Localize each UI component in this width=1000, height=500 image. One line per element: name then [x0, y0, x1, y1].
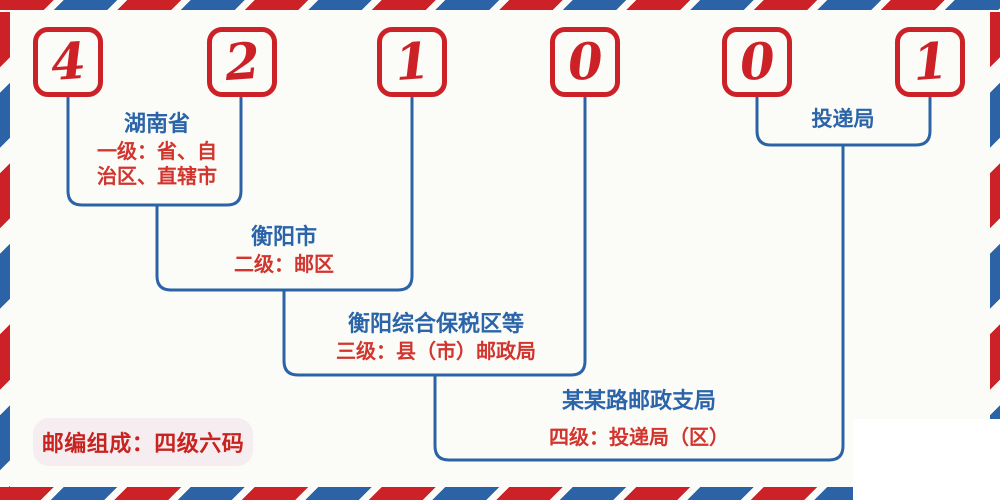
- airmail-border-left: [0, 12, 10, 488]
- level-3-name: 衡阳综合保税区等: [347, 311, 524, 336]
- level-3-desc: 三级：县（市）邮政局: [336, 341, 536, 364]
- digit-box-2: 2: [207, 27, 277, 97]
- digit-4: 0: [565, 30, 605, 93]
- digit-box-3: 1: [377, 27, 447, 97]
- level-3-label: 衡阳综合保税区等 三级：县（市）邮政局: [336, 311, 536, 365]
- corner-white-patch: [853, 419, 1000, 500]
- delivery-office-label: 投递局: [812, 108, 875, 131]
- level-4-label: 某某路邮政支局 四级：投递局（区）: [549, 388, 729, 451]
- digit-2: 2: [222, 30, 262, 93]
- delivery-office-name: 投递局: [811, 108, 875, 131]
- digit-box-1: 4: [33, 27, 103, 97]
- level-1-name: 湖南省: [123, 111, 190, 136]
- bracket-level-1: [66, 97, 243, 207]
- digit-5: 0: [737, 30, 777, 93]
- bracket-delivery-office: [755, 97, 932, 147]
- bracket-level-4: [433, 145, 845, 462]
- digit-box-4: 0: [550, 27, 620, 97]
- airmail-border-top: [0, 0, 1000, 10]
- digit-1: 4: [48, 30, 88, 93]
- digit-3: 1: [392, 30, 432, 93]
- digit-box-5: 0: [722, 27, 792, 97]
- level-1-desc: 一级：省、自 治区、直辖市: [97, 141, 217, 189]
- postal-code-composition-text: 邮编组成：四级六码: [41, 431, 245, 456]
- airmail-border-right: [990, 12, 1000, 488]
- airmail-border-bottom: [0, 487, 1000, 500]
- level-2-name: 衡阳市: [250, 224, 317, 249]
- level-1-label: 湖南省 一级：省、自 治区、直辖市: [97, 111, 217, 190]
- level-2-label: 衡阳市 二级：邮区: [234, 224, 334, 278]
- level-2-desc: 二级：邮区: [234, 254, 334, 277]
- postal-code-composition-badge: 邮编组成：四级六码: [33, 418, 253, 466]
- level-4-name: 某某路邮政支局: [561, 388, 716, 413]
- digit-6: 1: [910, 30, 950, 93]
- level-4-desc: 四级：投递局（区）: [549, 427, 729, 450]
- digit-box-6: 1: [895, 27, 965, 97]
